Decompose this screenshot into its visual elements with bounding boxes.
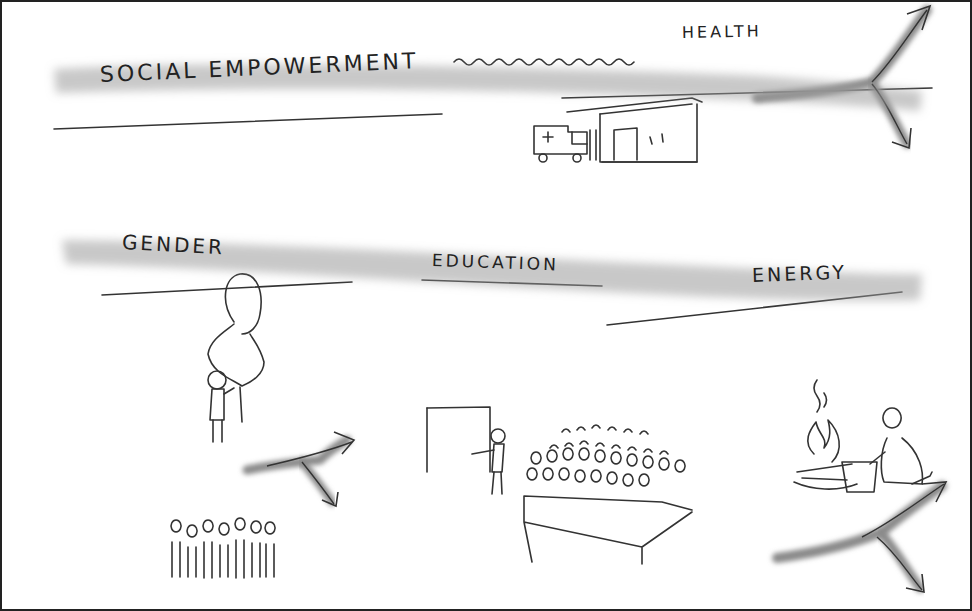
- building-sketch: [567, 98, 702, 162]
- band-label: ENERGY: [752, 261, 848, 286]
- sketch-band: SOCIAL EMPOWERMENTHEALTH: [42, 17, 942, 127]
- split-arrow: [777, 482, 946, 592]
- student-rows: [524, 425, 692, 564]
- classroom-sketch: [427, 407, 505, 494]
- wavy-line: [454, 59, 634, 65]
- sketch-band: GENDEREDUCATIONENERGY: [52, 212, 932, 322]
- ambulance-sketch: [534, 126, 596, 162]
- crowd-sketch: [171, 518, 275, 578]
- mother-child-sketch: [208, 274, 264, 442]
- band-label: HEALTH: [682, 22, 762, 42]
- split-arrow: [247, 432, 354, 506]
- underline: [54, 114, 442, 129]
- split-arrow: [757, 6, 930, 148]
- cooking-fire-sketch: [794, 380, 932, 492]
